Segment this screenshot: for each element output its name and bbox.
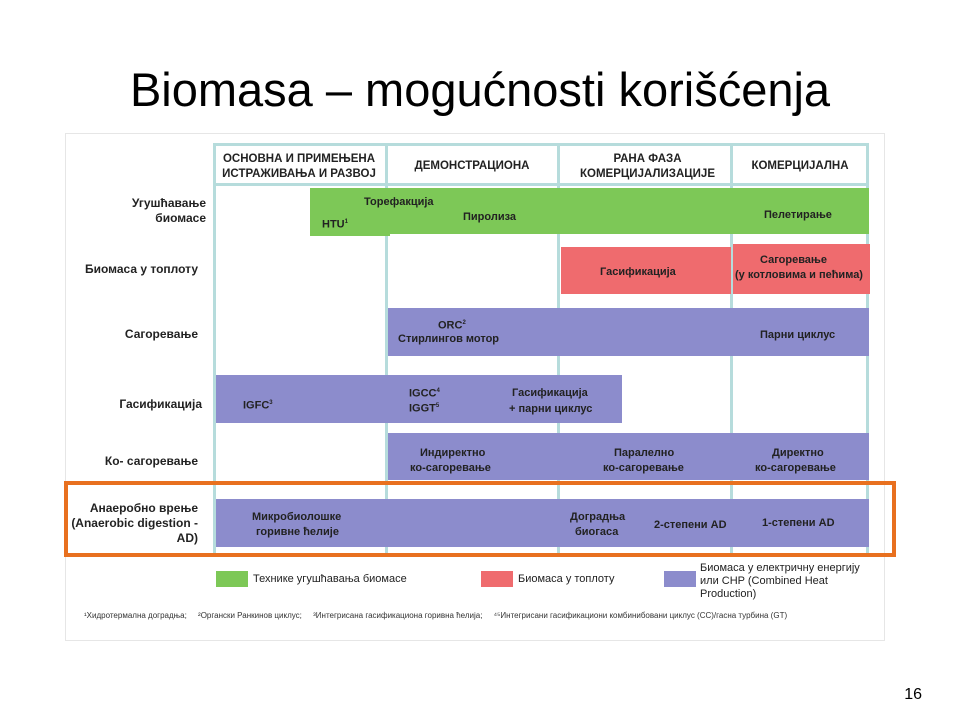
bar-heat-gasification [561,247,731,294]
label-igfc: IGFC3 [243,399,273,412]
bar-anaerobic-digestion [216,499,869,547]
bar-combustion [388,308,869,356]
label-parni-ciklus: Парни циклус [760,329,836,341]
row-label-co-combustion: Ко- сагоревање [104,454,198,468]
label-sagorevanje-heat-1: Сагоревање [760,254,828,266]
legend-swatch-heat [481,571,513,587]
label-sagorevanje-heat-2: (у котловима и пећима) [735,269,863,281]
label-gas-parni-1: Гасификација [512,387,588,399]
label-stepeni-2: 2-степени AD [654,519,727,531]
label-gas-parni-2: + парни циклус [509,403,593,415]
label-torefakcija: Торефакција [364,196,434,208]
stage-header-early-commercial: РАНА ФАЗА КОМЕРЦИЈАЛИЗАЦИЈЕ [580,153,715,180]
label-indirektno-1: Индиректно [420,447,486,459]
legend-label-densification: Технике угушћавања биомасе [253,573,407,585]
label-htu: HTU1 [322,218,348,231]
label-stirling: Стирлингов мотор [398,333,500,345]
label-gasifikacija-heat: Гасификација [600,266,676,278]
label-iggt: IGGT5 [409,402,440,415]
legend-swatch-densification [216,571,248,587]
row-label-densification: Угушћавање биомасе [131,196,206,225]
legend-label-electricity: Биомаса у електричну енергију или CHP (C… [700,562,860,600]
grid-row-line-1 [213,183,869,186]
footnote-3: ³Интегрисана гасификациона горивна ћелиј… [313,611,483,620]
grid-col-line-0 [213,143,216,553]
bar-densification-htu [310,188,390,236]
footnote-2: ²Органски Ранкинов циклус; [198,611,302,620]
label-piroliza: Пиролиза [463,211,517,223]
label-direktno-1: Директно [772,447,824,459]
row-label-gasification: Гасификација [119,397,202,411]
anaerobic-digestion-highlight [64,481,896,557]
label-peletiranje: Пелетирање [764,209,832,221]
label-dogradnja-1: Доградња [570,511,626,523]
stage-header-research: ОСНОВНА И ПРИМЕЊЕНА ИСТРАЖИВАЊА И РАЗВОЈ [222,153,376,180]
legend-swatch-electricity [664,571,696,587]
bar-heat-combustion [733,244,870,294]
row-label-combustion: Сагоревање [124,327,198,341]
bar-co-combustion [388,433,869,480]
grid-row-line-0 [213,143,869,146]
slide-title: Biomasa – mogućnosti korišćenja [129,63,831,116]
label-indirektno-2: ко-сагоревање [410,462,491,474]
label-stepeni-1: 1-степени AD [762,517,835,529]
label-igcc: IGCC4 [409,387,440,400]
row-label-anaerobic-digestion: Анаеробно врење (Anaerobic digestion - A… [71,501,198,545]
legend-label-heat: Биомаса у топлоту [518,573,615,585]
stage-header-commercial: КОМЕРЦИЈАЛНА [751,160,849,172]
label-dogradnja-2: биогаса [575,526,619,538]
row-label-biomass-to-heat: Биомаса у топлоту [84,262,198,276]
label-mikrobio-1: Микробиолошке [252,511,342,523]
label-mikrobio-2: горивне ћелије [256,526,339,538]
footnote-1: ¹Хидротермална доградња; [84,611,187,620]
label-direktno-2: ко-сагоревање [755,462,836,474]
bar-densification-main [388,188,869,234]
page-number: 16 [904,686,922,703]
label-paralelno-2: ко-сагоревање [603,462,684,474]
bar-gasification [216,375,622,423]
footnotes: ¹Хидротермална доградња; ²Органски Ранки… [84,611,874,620]
stage-header-demonstration: ДЕМОНСТРАЦИОНА [414,160,530,172]
footnote-4: ⁴⁵Интегрисани гасификациони комбинибован… [493,611,788,620]
label-orc: ORC2 [438,319,466,332]
label-paralelno-1: Паралелно [614,447,675,459]
grid-col-line-1 [385,143,388,553]
